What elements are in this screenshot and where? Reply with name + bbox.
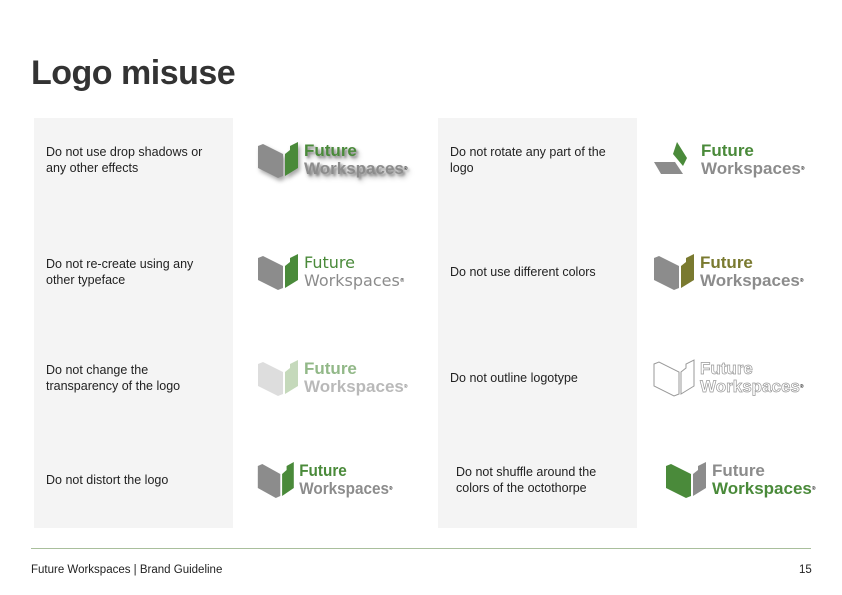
logo-mark-icon — [258, 360, 298, 396]
logo-mark-icon — [257, 462, 294, 498]
rule-text: Do not change the transparency of the lo… — [46, 363, 181, 393]
rule-text: Do not re-create using any other typefac… — [46, 257, 194, 287]
rule-text: Do not outline logotype — [450, 371, 578, 385]
left-panel — [34, 118, 233, 528]
footer-divider — [31, 548, 811, 549]
right-panel — [438, 118, 637, 528]
logo-mark-icon — [654, 142, 687, 174]
rule-text: Do not rotate any part of the logo — [450, 145, 606, 175]
logo-mark-icon — [666, 462, 706, 498]
page-number: 15 — [799, 564, 812, 576]
logo-mark-icon — [653, 359, 695, 397]
rule-text: Do not use different colors — [450, 265, 596, 279]
logo-mark-icon — [258, 254, 298, 290]
logo-mark-icon — [258, 142, 298, 178]
rule-text: Do not shuffle around the colors of the … — [456, 465, 597, 495]
logo-mark-icon — [654, 254, 694, 290]
rule-text: Do not use drop shadows or any other eff… — [46, 145, 203, 175]
rule-text: Do not distort the logo — [46, 473, 169, 487]
footer-text: Future Workspaces | Brand Guideline — [31, 564, 223, 576]
page-title: Logo misuse — [31, 54, 236, 92]
